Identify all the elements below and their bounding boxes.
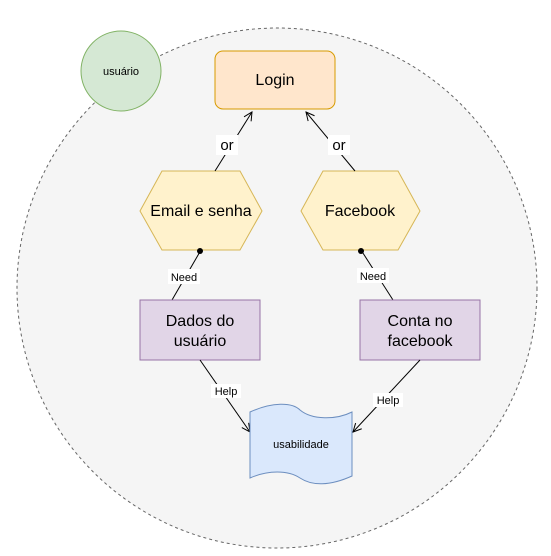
actor-boundary — [16, 27, 538, 549]
actor-circle[interactable] — [80, 30, 162, 112]
task-email-senha[interactable] — [139, 170, 263, 251]
task-facebook[interactable] — [300, 170, 421, 251]
edge-or-right-label: or — [332, 137, 345, 154]
resource-conta-facebook-label-2: facebook — [388, 333, 454, 350]
resource-conta-facebook[interactable] — [359, 299, 481, 361]
task-email-senha-label: Email e senha — [150, 203, 251, 220]
goal-login-label: Login — [255, 72, 294, 89]
actor-label: usuário — [103, 66, 139, 78]
edge-help-left-bg — [211, 384, 241, 398]
softgoal-usabilidade-label: usabilidade — [273, 439, 329, 451]
edge-need-left-dot — [197, 248, 203, 254]
task-facebook-label: Facebook — [325, 203, 396, 220]
resource-dados-usuario[interactable] — [139, 299, 261, 361]
edge-help-left-label: Help — [215, 386, 238, 398]
softgoal-usabilidade[interactable] — [249, 403, 353, 485]
edge-help-right-bg — [373, 393, 403, 407]
edge-need-left-label: Need — [171, 272, 197, 284]
resource-conta-facebook-label-1: Conta no — [388, 313, 453, 330]
resource-dados-usuario-label-2: usuário — [174, 333, 227, 350]
resource-dados-usuario-label-1: Dados do — [166, 313, 235, 330]
edge-help-right-label: Help — [377, 395, 400, 407]
edge-need-left-bg — [168, 269, 200, 284]
edge-or-left-bg — [216, 135, 238, 155]
edge-need-right-dot — [358, 248, 364, 254]
edge-need-right-bg — [357, 268, 389, 283]
edge-or-left-label: or — [220, 137, 233, 154]
edge-need-right-label: Need — [360, 271, 386, 283]
goal-login[interactable] — [214, 50, 336, 110]
edge-or-right-bg — [328, 135, 350, 155]
